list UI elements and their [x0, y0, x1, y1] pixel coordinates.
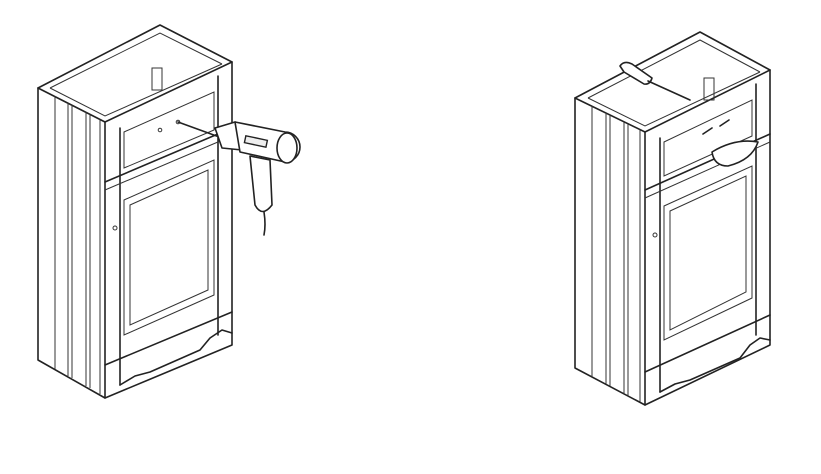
handle-icon [711, 140, 759, 167]
cabinet-left [37, 24, 233, 399]
screwdriver-icon [619, 61, 691, 101]
drill-icon [177, 121, 301, 236]
cabinet-right [574, 31, 771, 406]
